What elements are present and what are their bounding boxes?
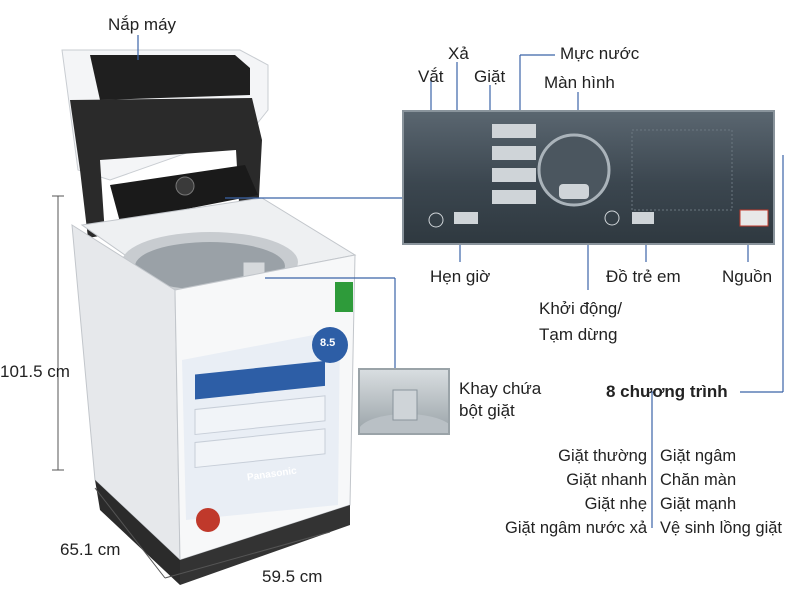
program-item: Giặt nhanh bbox=[566, 471, 647, 489]
depth-dimension: 65.1 cm bbox=[60, 540, 121, 559]
height-dimension: 101.5 cm bbox=[0, 362, 70, 381]
program-item: Giặt ngâm nước xả bbox=[504, 519, 647, 537]
dimension-lines bbox=[52, 195, 331, 579]
program-item: Vệ sinh lồng giặt bbox=[660, 519, 783, 537]
power-label: Nguồn bbox=[722, 267, 773, 286]
programs-left-column: Giặt thường Giặt nhanh Giặt nhẹ Giặt ngâ… bbox=[505, 444, 647, 540]
detergent-tray-closeup bbox=[358, 368, 450, 435]
start-pause-label-line1: Khởi động/ bbox=[539, 299, 622, 318]
detergent-tray-label-line1: Khay chứa bbox=[459, 379, 542, 398]
program-item: Giặt ngâm bbox=[660, 447, 737, 465]
detergent-tray-graphic bbox=[360, 389, 448, 433]
display-label: Màn hình bbox=[544, 73, 615, 92]
detergent-tray-label-line2: bột giặt bbox=[459, 401, 515, 420]
capacity-badge: 8.5 bbox=[320, 337, 336, 349]
rinse-label: Xả bbox=[448, 44, 469, 63]
spin-label: Vắt bbox=[418, 67, 444, 86]
baby-clothes-label: Đồ trẻ em bbox=[606, 267, 681, 286]
program-item: Giặt nhẹ bbox=[584, 495, 647, 513]
lid-label: Nắp máy bbox=[108, 15, 177, 34]
wash-label: Giặt bbox=[474, 67, 506, 86]
timer-label: Hẹn giờ bbox=[430, 267, 491, 286]
start-pause-label-line2: Tạm dừng bbox=[539, 325, 618, 344]
washing-machine bbox=[61, 49, 357, 585]
control-panel-closeup bbox=[402, 110, 775, 245]
program-item: Giặt mạnh bbox=[660, 495, 737, 513]
control-panel-graphic bbox=[428, 124, 769, 228]
width-dimension: 59.5 cm bbox=[262, 567, 323, 586]
program-item: Giặt thường bbox=[558, 447, 647, 465]
programs-title: 8 chương trình bbox=[606, 382, 728, 401]
water-level-label: Mực nước bbox=[560, 44, 640, 63]
programs-right-column: Giặt ngâm Chăn màn Giặt mạnh Vệ sinh lồn… bbox=[660, 444, 782, 540]
program-item: Chăn màn bbox=[660, 471, 737, 489]
